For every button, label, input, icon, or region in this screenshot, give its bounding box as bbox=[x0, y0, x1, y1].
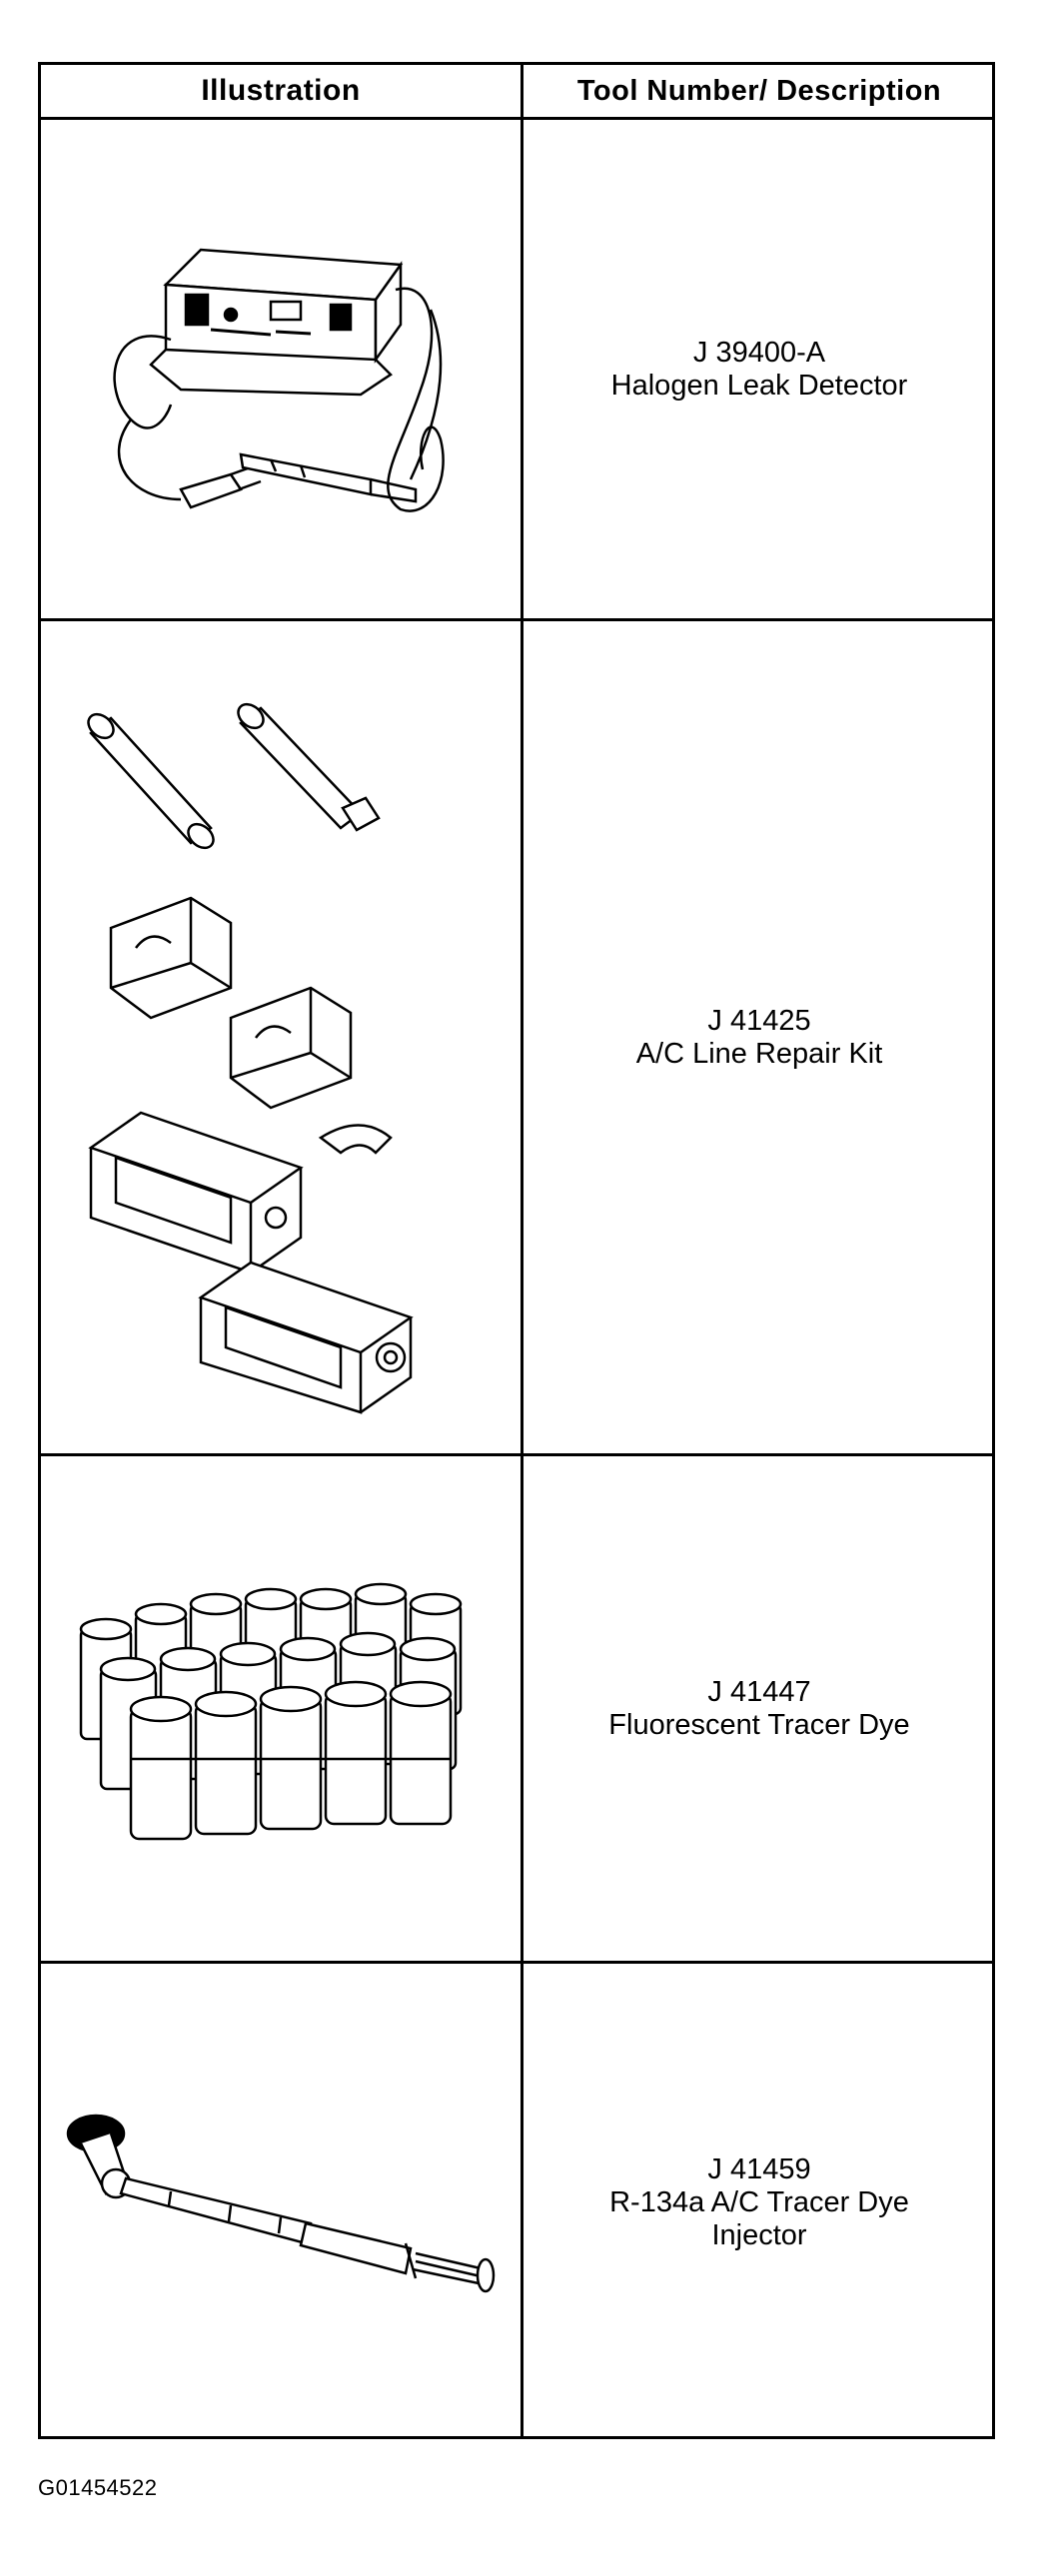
row-description: J 41459 R-134a A/C Tracer Dye Injector bbox=[523, 1964, 995, 2442]
line-repair-kit-illustration bbox=[87, 702, 414, 1414]
row-illustration bbox=[41, 1456, 521, 1961]
table-row: J 41447 Fluorescent Tracer Dye bbox=[41, 1456, 992, 1964]
tools-table: Illustration Tool Number/ Description bbox=[38, 62, 995, 2439]
header-illustration: Illustration bbox=[201, 74, 361, 107]
row-description: J 41425 A/C Line Repair Kit bbox=[523, 621, 995, 1453]
tool-number: J 41447 bbox=[707, 1675, 811, 1708]
figure-id: G01454522 bbox=[38, 2475, 158, 2500]
row-illustration bbox=[41, 1964, 521, 2442]
tool-description-line2: Injector bbox=[711, 2219, 807, 2251]
table-header: Illustration Tool Number/ Description bbox=[41, 65, 992, 120]
table-row: J 41425 A/C Line Repair Kit bbox=[41, 621, 992, 1456]
tool-description: R-134a A/C Tracer Dye bbox=[609, 2186, 909, 2218]
row-illustration bbox=[41, 621, 521, 1453]
row-description: J 41447 Fluorescent Tracer Dye bbox=[523, 1456, 995, 1961]
tool-description: A/C Line Repair Kit bbox=[635, 1037, 883, 1070]
tool-description: Halogen Leak Detector bbox=[610, 369, 908, 402]
tracer-dye-bottles-illustration bbox=[79, 1582, 463, 1840]
row-illustration bbox=[41, 120, 521, 618]
tool-number: J 41459 bbox=[707, 2153, 811, 2185]
dye-injector-illustration bbox=[66, 2114, 496, 2292]
column-divider bbox=[521, 65, 523, 2436]
tool-number: J 39400-A bbox=[692, 336, 826, 369]
tool-description: Fluorescent Tracer Dye bbox=[608, 1708, 910, 1741]
table-row: J 41459 R-134a A/C Tracer Dye Injector bbox=[41, 1964, 992, 2442]
leak-detector-illustration bbox=[113, 248, 445, 512]
header-description: Tool Number/ Description bbox=[576, 74, 942, 107]
tool-number: J 41425 bbox=[707, 1004, 811, 1037]
row-description: J 39400-A Halogen Leak Detector bbox=[523, 120, 995, 618]
table-row: J 39400-A Halogen Leak Detector bbox=[41, 120, 992, 621]
